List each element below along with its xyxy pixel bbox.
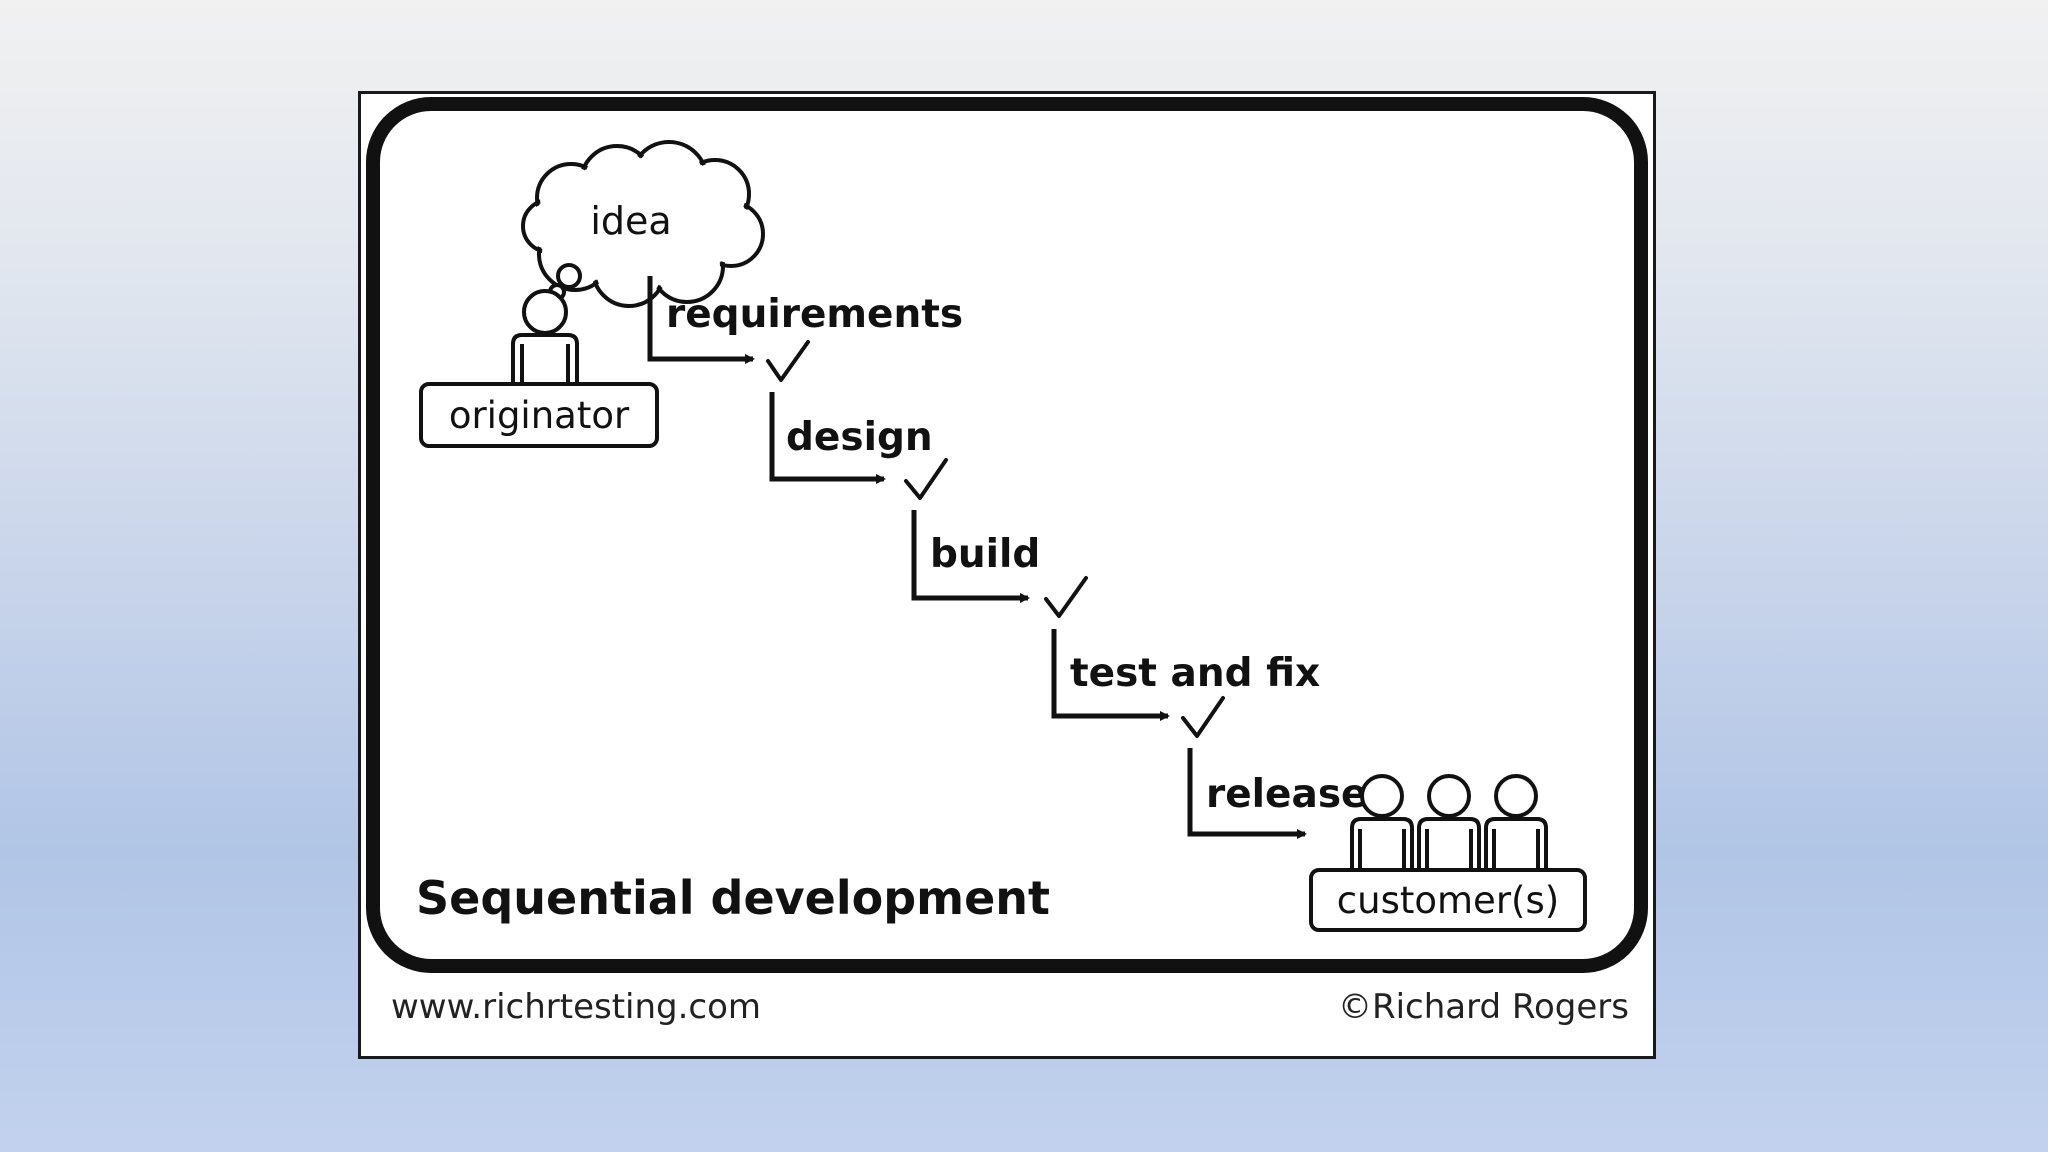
idea-cloud-icon: [521, 140, 765, 308]
customers-box: [1309, 868, 1587, 932]
step-label-release: release: [1206, 772, 1367, 817]
customers-people-icon: [1350, 774, 1548, 870]
customer-person-icon: [1484, 774, 1548, 870]
customers-label: customer(s): [1337, 879, 1559, 922]
customer-person-icon: [1417, 774, 1481, 870]
footer-copyright: ©Richard Rogers: [1338, 987, 1629, 1027]
step-arrow-requirements: [647, 276, 755, 364]
step-arrow-release: [1187, 748, 1307, 839]
footer-website: www.richrtesting.com: [391, 987, 761, 1027]
idea-label: idea: [590, 199, 671, 243]
originator-box: [419, 382, 659, 448]
check-icon-test-and-fix: [1181, 696, 1225, 738]
step-arrow-build: [911, 510, 1030, 603]
sequential-development-diagram: idea originator requirements design: [366, 97, 1648, 1027]
check-icon-requirements: [766, 340, 810, 382]
diagram-title: Sequential development: [416, 871, 1050, 925]
step-arrow-design: [769, 392, 886, 484]
check-icon-build: [1044, 576, 1088, 618]
rounded-frame: [366, 97, 1648, 973]
originator-person-icon: [511, 289, 579, 386]
step-label-design: design: [786, 415, 933, 460]
step-arrow-test-and-fix: [1051, 629, 1170, 721]
flow-connectors: [647, 276, 1307, 839]
step-label-requirements: requirements: [666, 292, 963, 337]
originator-label: originator: [449, 394, 630, 437]
customer-person-icon: [1350, 774, 1414, 870]
check-icon-design: [904, 458, 948, 500]
diagram-image: idea originator requirements design: [358, 91, 1656, 1059]
step-label-build: build: [930, 532, 1040, 577]
step-label-test-and-fix: test and fix: [1070, 651, 1320, 696]
